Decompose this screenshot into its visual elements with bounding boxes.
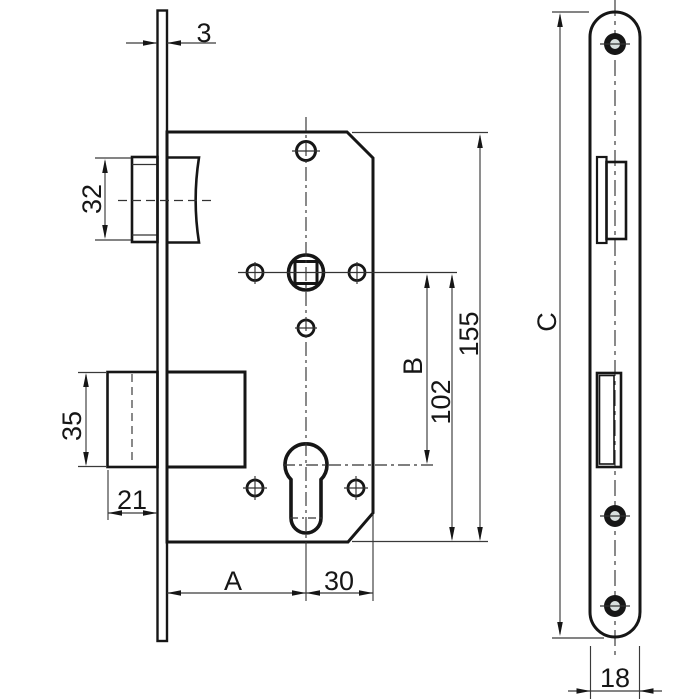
latch-bolt-outer bbox=[130, 155, 159, 244]
latch-bolt-inner bbox=[165, 156, 201, 244]
faceplate-side bbox=[588, 10, 642, 639]
dim-label-thickness: 3 bbox=[196, 18, 211, 48]
dimension-arrows bbox=[83, 13, 654, 694]
latch-bevel-lines bbox=[132, 163, 158, 236]
latch-side-head bbox=[605, 160, 628, 241]
dim-label-faceplate-width: 18 bbox=[600, 663, 630, 693]
side-view bbox=[588, 0, 642, 658]
dim-label-backset: A bbox=[224, 566, 242, 596]
front-view bbox=[106, 9, 457, 643]
lock-case-body bbox=[165, 130, 375, 544]
deadbolt-slot-outer bbox=[595, 371, 623, 469]
dimension-annotations: 3 32 35 21 A 30 B 102 155 C 18 bbox=[57, 11, 662, 699]
dim-label-spindle-to-cylinder: B bbox=[398, 357, 428, 375]
dim-label-cylinder-to-edge: 30 bbox=[324, 566, 354, 596]
faceplate-front bbox=[156, 9, 169, 643]
dim-label-latch-height: 32 bbox=[77, 184, 107, 214]
dim-label-deadbolt-height: 35 bbox=[57, 411, 87, 441]
deadbolt-inner bbox=[165, 370, 247, 469]
extension-lines bbox=[78, 11, 641, 699]
front-centerlines bbox=[118, 117, 457, 544]
dim-label-edge-to-spindle: 102 bbox=[426, 379, 456, 424]
dim-label-deadbolt-throw: 21 bbox=[117, 485, 147, 515]
faceplate-screw-holes bbox=[600, 33, 630, 617]
deadbolt-slot-inner bbox=[598, 374, 615, 465]
dim-label-faceplate-length: C bbox=[532, 312, 562, 332]
latch-side-cutout bbox=[595, 155, 608, 245]
dim-label-case-height: 155 bbox=[454, 311, 484, 356]
euro-cylinder-hole bbox=[283, 442, 329, 535]
